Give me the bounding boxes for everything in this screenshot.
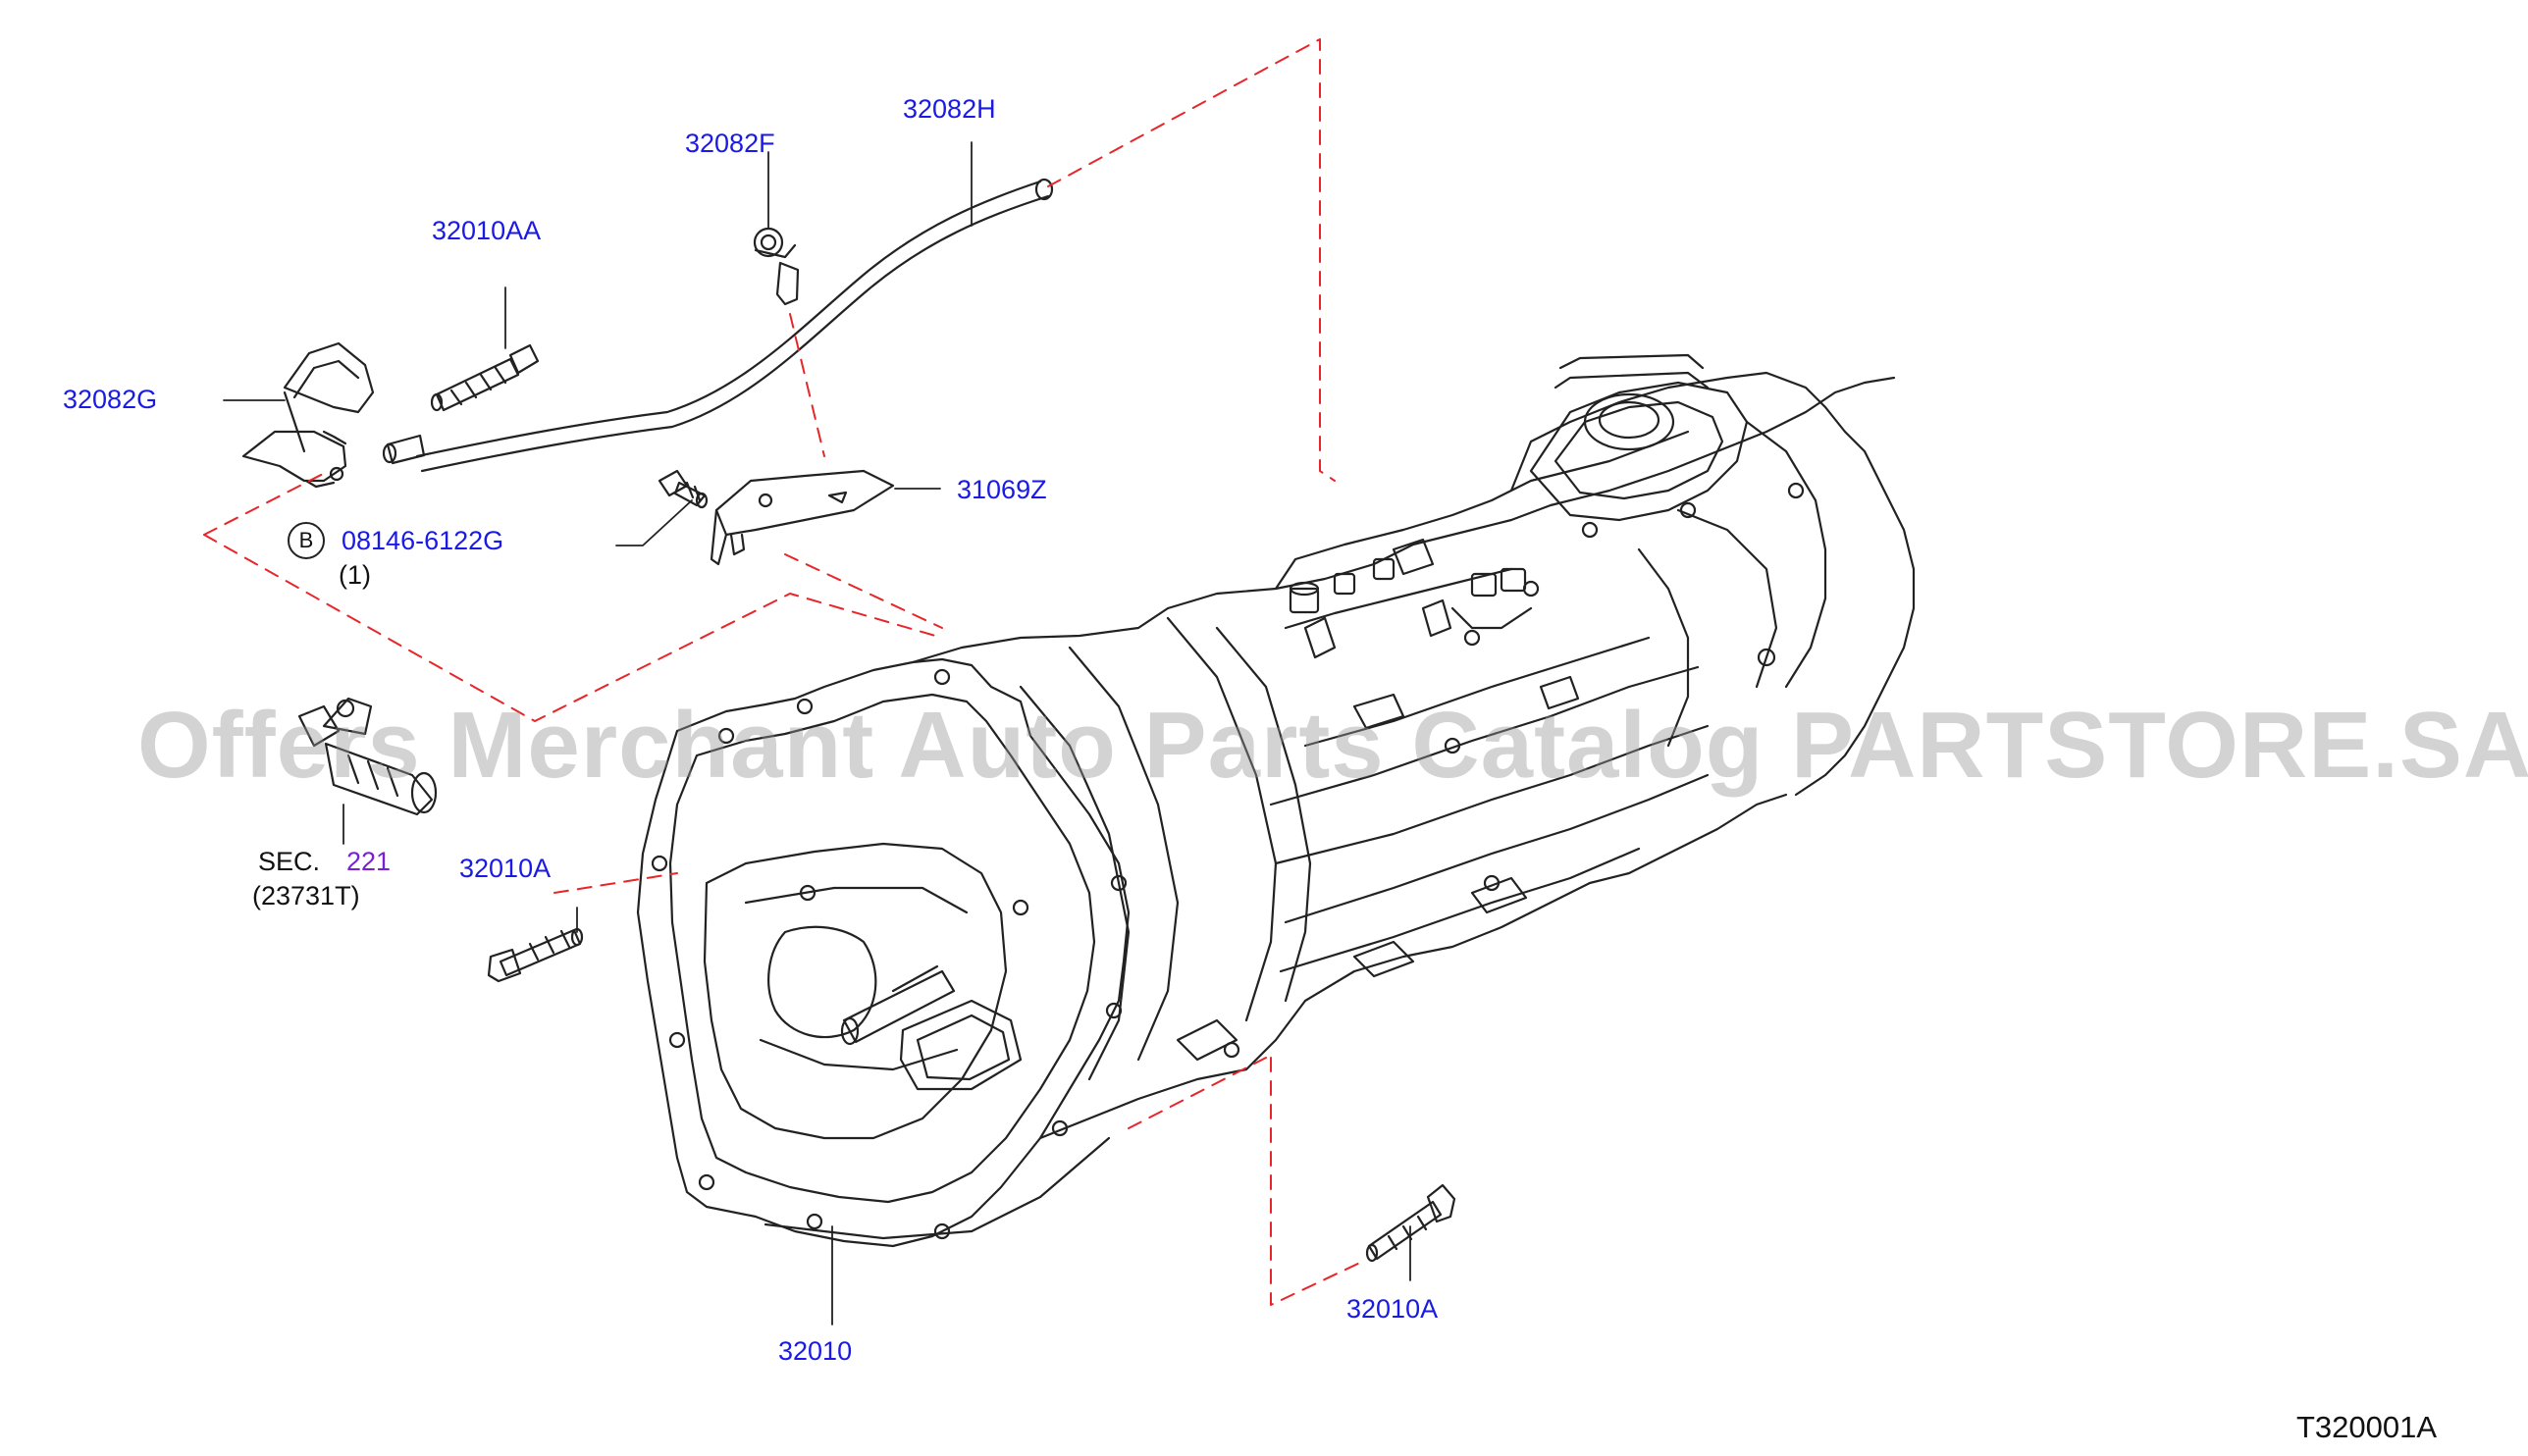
bolt-08146-6122G	[658, 469, 709, 509]
diagram-code: T320001A	[2296, 1410, 2438, 1444]
speed-sensor	[297, 697, 438, 816]
label-32010A-left: 32010A	[459, 854, 552, 883]
bolt-32010AA	[430, 343, 540, 412]
bolt-b-marker: B	[288, 522, 325, 559]
phantom-lines	[203, 38, 1365, 1306]
label-sec-part: (23731T)	[252, 881, 360, 910]
label-32082G: 32082G	[63, 385, 158, 414]
label-32082H: 32082H	[903, 94, 996, 124]
hose-clip	[753, 227, 800, 306]
label-sec-number: 221	[346, 847, 392, 876]
transmission-case	[636, 353, 1916, 1248]
label-31069Z: 31069Z	[957, 475, 1047, 504]
watermark: Offers Merchant Auto Parts Catalog PARTS…	[137, 693, 2528, 798]
leader-lines	[223, 141, 1411, 1326]
label-32082F: 32082F	[685, 129, 775, 158]
bracket-31069Z	[710, 469, 895, 566]
hose-bracket	[241, 341, 375, 489]
label-32010AA: 32010AA	[432, 216, 542, 245]
label-32010: 32010	[778, 1336, 853, 1366]
breather-hose	[382, 178, 1054, 473]
label-bolt-qty: (1)	[339, 560, 371, 590]
bolt-32010A-left	[487, 927, 584, 983]
label-32010A-right: 32010A	[1346, 1294, 1439, 1324]
label-sec-prefix: SEC.	[258, 847, 321, 876]
label-08146-6122G: 08146-6122G	[342, 526, 504, 555]
bolt-32010A-right	[1365, 1183, 1456, 1263]
